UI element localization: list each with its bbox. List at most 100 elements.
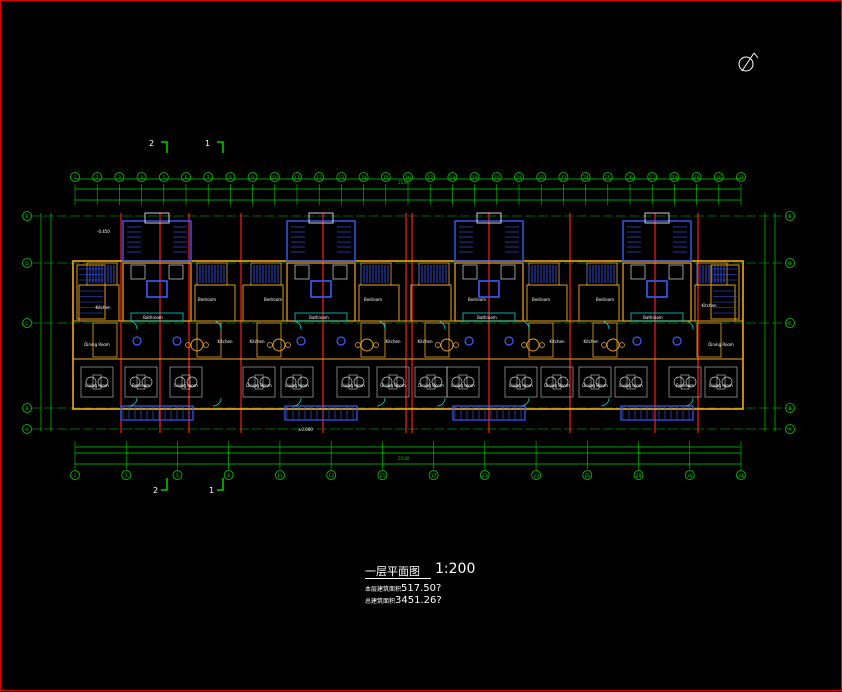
room-label: Living room [85, 383, 109, 388]
furniture-chair [141, 376, 153, 388]
column-bubble [736, 172, 746, 182]
column-bubble [225, 172, 236, 182]
duct [332, 264, 348, 280]
row-label: C [25, 321, 28, 327]
toilet-fixture [336, 336, 346, 346]
room-label: Living room [285, 383, 309, 388]
column-label: 5 [162, 175, 165, 181]
column-bubble [223, 470, 234, 480]
room-label: Dining Room [418, 383, 444, 388]
column-bubble [336, 172, 347, 182]
column-bubble [136, 172, 147, 182]
bedroom-wall [578, 284, 620, 322]
toilet-fixture [632, 336, 642, 346]
bedroom-wall [242, 284, 284, 322]
total-area-row: 总建筑面积3451.26? [365, 595, 442, 606]
row-bubble [22, 258, 32, 268]
room-label: Bedroom [468, 297, 486, 302]
furniture-rug [336, 366, 370, 398]
column-bubble [469, 172, 480, 182]
row-label: D [788, 261, 792, 267]
door-swing [212, 397, 222, 407]
column-bubble [684, 470, 695, 480]
column-bubble [536, 172, 547, 182]
furniture-chair [285, 376, 297, 388]
furniture-chair [509, 376, 521, 388]
furniture-table [181, 374, 191, 390]
dining-table [190, 338, 204, 352]
column-label: 8 [229, 175, 232, 181]
furniture-table [348, 374, 358, 390]
column-label: 5 [176, 473, 179, 479]
column-label: 4 [140, 175, 143, 181]
column-bubble [736, 470, 746, 480]
door-swing [292, 320, 302, 330]
furniture-chair [673, 376, 685, 388]
furniture-rug [124, 366, 158, 398]
furniture-chair [709, 376, 721, 388]
furniture-table [716, 374, 726, 390]
room-label: Living room [619, 383, 643, 388]
row-bubble [785, 318, 795, 328]
column-bubble [172, 470, 183, 480]
wall-layer [72, 212, 744, 421]
column-bubble [114, 172, 125, 182]
toilet-fixture [464, 336, 474, 346]
dining-table [360, 338, 374, 352]
duct [130, 264, 146, 280]
overall-dimension-top: 55.00 [398, 180, 410, 185]
room-label: Living room [509, 383, 533, 388]
column-label: 15 [380, 473, 386, 479]
column-label: 17 [431, 473, 437, 479]
bath-fixture [130, 312, 184, 322]
room-label: Bathroom [143, 315, 163, 320]
column-label: 24 [583, 175, 589, 181]
furniture-rug [446, 366, 480, 398]
column-label: 1 [74, 473, 77, 479]
column-bubble [582, 470, 593, 480]
dining-table [606, 338, 620, 352]
furniture-chair [247, 376, 259, 388]
column-label: 23 [561, 175, 567, 181]
column-bubble [121, 470, 132, 480]
column-bubble [479, 470, 490, 480]
furniture-rug [80, 366, 114, 398]
column-bubble [247, 172, 258, 182]
room-label: Bedroom [132, 383, 150, 388]
section-mark-label: 1 [205, 139, 210, 148]
bedroom-wall [526, 284, 568, 322]
furniture-rug [169, 366, 203, 398]
front-balcony [120, 405, 194, 421]
column-label: 11 [294, 175, 300, 181]
furniture-rug [614, 366, 648, 398]
section-mark-bottom-2: 2 [153, 478, 168, 495]
room-label: Kitchen [583, 339, 598, 344]
end-stair [710, 264, 740, 320]
column-bubble [602, 172, 613, 182]
elevation-label: -0.450 [97, 229, 110, 234]
column-bubble [92, 172, 103, 182]
furniture-table [626, 374, 636, 390]
column-label: 18 [450, 175, 456, 181]
column-label: 31 [738, 473, 744, 479]
furniture-chair [85, 376, 97, 388]
column-bubble [428, 470, 439, 480]
elevator-shaft [478, 280, 500, 298]
row-bubble [22, 424, 32, 434]
dining-chair [539, 342, 545, 348]
dining-chair [355, 342, 361, 348]
furniture-table [92, 374, 102, 390]
end-stair [76, 264, 106, 320]
door-swing [212, 320, 222, 330]
column-label: 17 [427, 175, 433, 181]
furniture-table [136, 374, 146, 390]
column-bubble [558, 172, 569, 182]
furniture-chair [463, 376, 475, 388]
furniture-table [552, 374, 562, 390]
overall-dimension-bottom: 55.00 [398, 456, 410, 461]
duct [294, 264, 310, 280]
room-label: Kitchen [385, 339, 400, 344]
furniture-chair [631, 376, 643, 388]
duct [462, 264, 478, 280]
